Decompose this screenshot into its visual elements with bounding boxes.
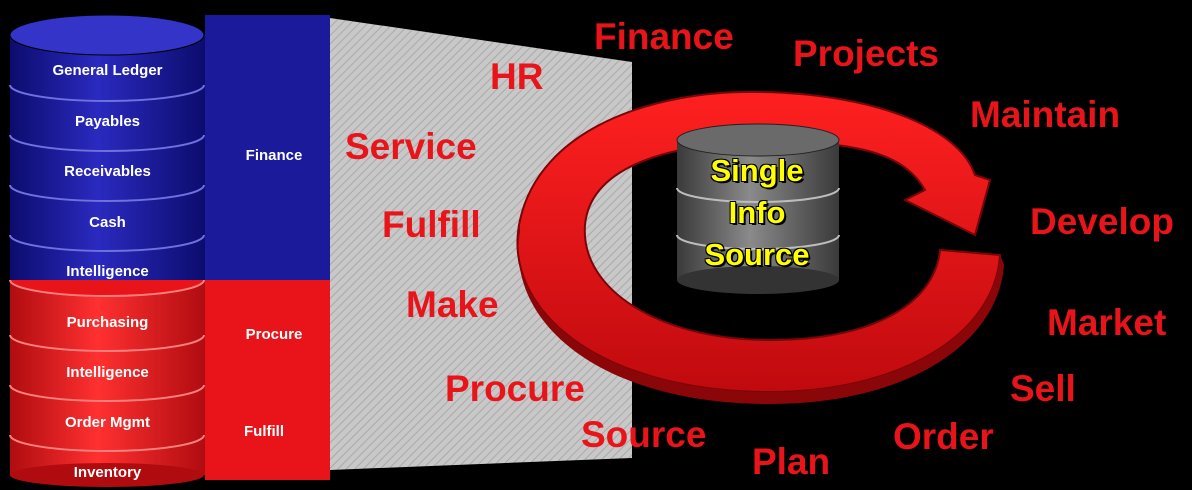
process-finance: Finance bbox=[594, 16, 734, 57]
process-procure: Procure bbox=[445, 368, 585, 409]
process-sell: Sell bbox=[1010, 368, 1076, 409]
core-line-2: Info bbox=[728, 195, 786, 230]
process-develop: Develop bbox=[1030, 201, 1174, 242]
process-make: Make bbox=[406, 284, 499, 325]
module-inventory: Inventory bbox=[73, 464, 142, 481]
module-receivables: Receivables bbox=[64, 163, 151, 180]
module-intelligence-ops: Intelligence bbox=[66, 364, 149, 381]
process-service: Service bbox=[345, 126, 477, 167]
process-market: Market bbox=[1047, 302, 1167, 343]
operations-panel bbox=[205, 280, 330, 480]
group-procure: Procure bbox=[245, 326, 303, 343]
finance-panel bbox=[205, 15, 330, 280]
module-cash: Cash bbox=[89, 214, 126, 231]
module-purchasing: Purchasing bbox=[66, 314, 149, 331]
core-line-3: Source bbox=[704, 237, 810, 272]
group-fulfill: Fulfill bbox=[244, 423, 284, 440]
single-info-source-cylinder bbox=[676, 123, 840, 294]
process-hr: HR bbox=[490, 56, 544, 97]
module-intelligence-finance: Intelligence bbox=[66, 263, 149, 280]
process-maintain: Maintain bbox=[970, 94, 1121, 135]
process-source: Source bbox=[581, 414, 707, 455]
process-projects: Projects bbox=[793, 33, 940, 74]
module-general-ledger: General Ledger bbox=[52, 62, 163, 79]
core-label: Single Info Source bbox=[662, 150, 852, 276]
hatched-wall bbox=[330, 18, 632, 470]
module-order-mgmt: Order Mgmt bbox=[64, 414, 150, 431]
module-payables: Payables bbox=[74, 113, 141, 130]
process-plan: Plan bbox=[752, 441, 831, 482]
process-order: Order bbox=[893, 416, 994, 457]
group-finance: Finance bbox=[245, 147, 303, 164]
process-fulfill: Fulfill bbox=[382, 204, 481, 245]
core-line-1: Single bbox=[710, 153, 804, 188]
